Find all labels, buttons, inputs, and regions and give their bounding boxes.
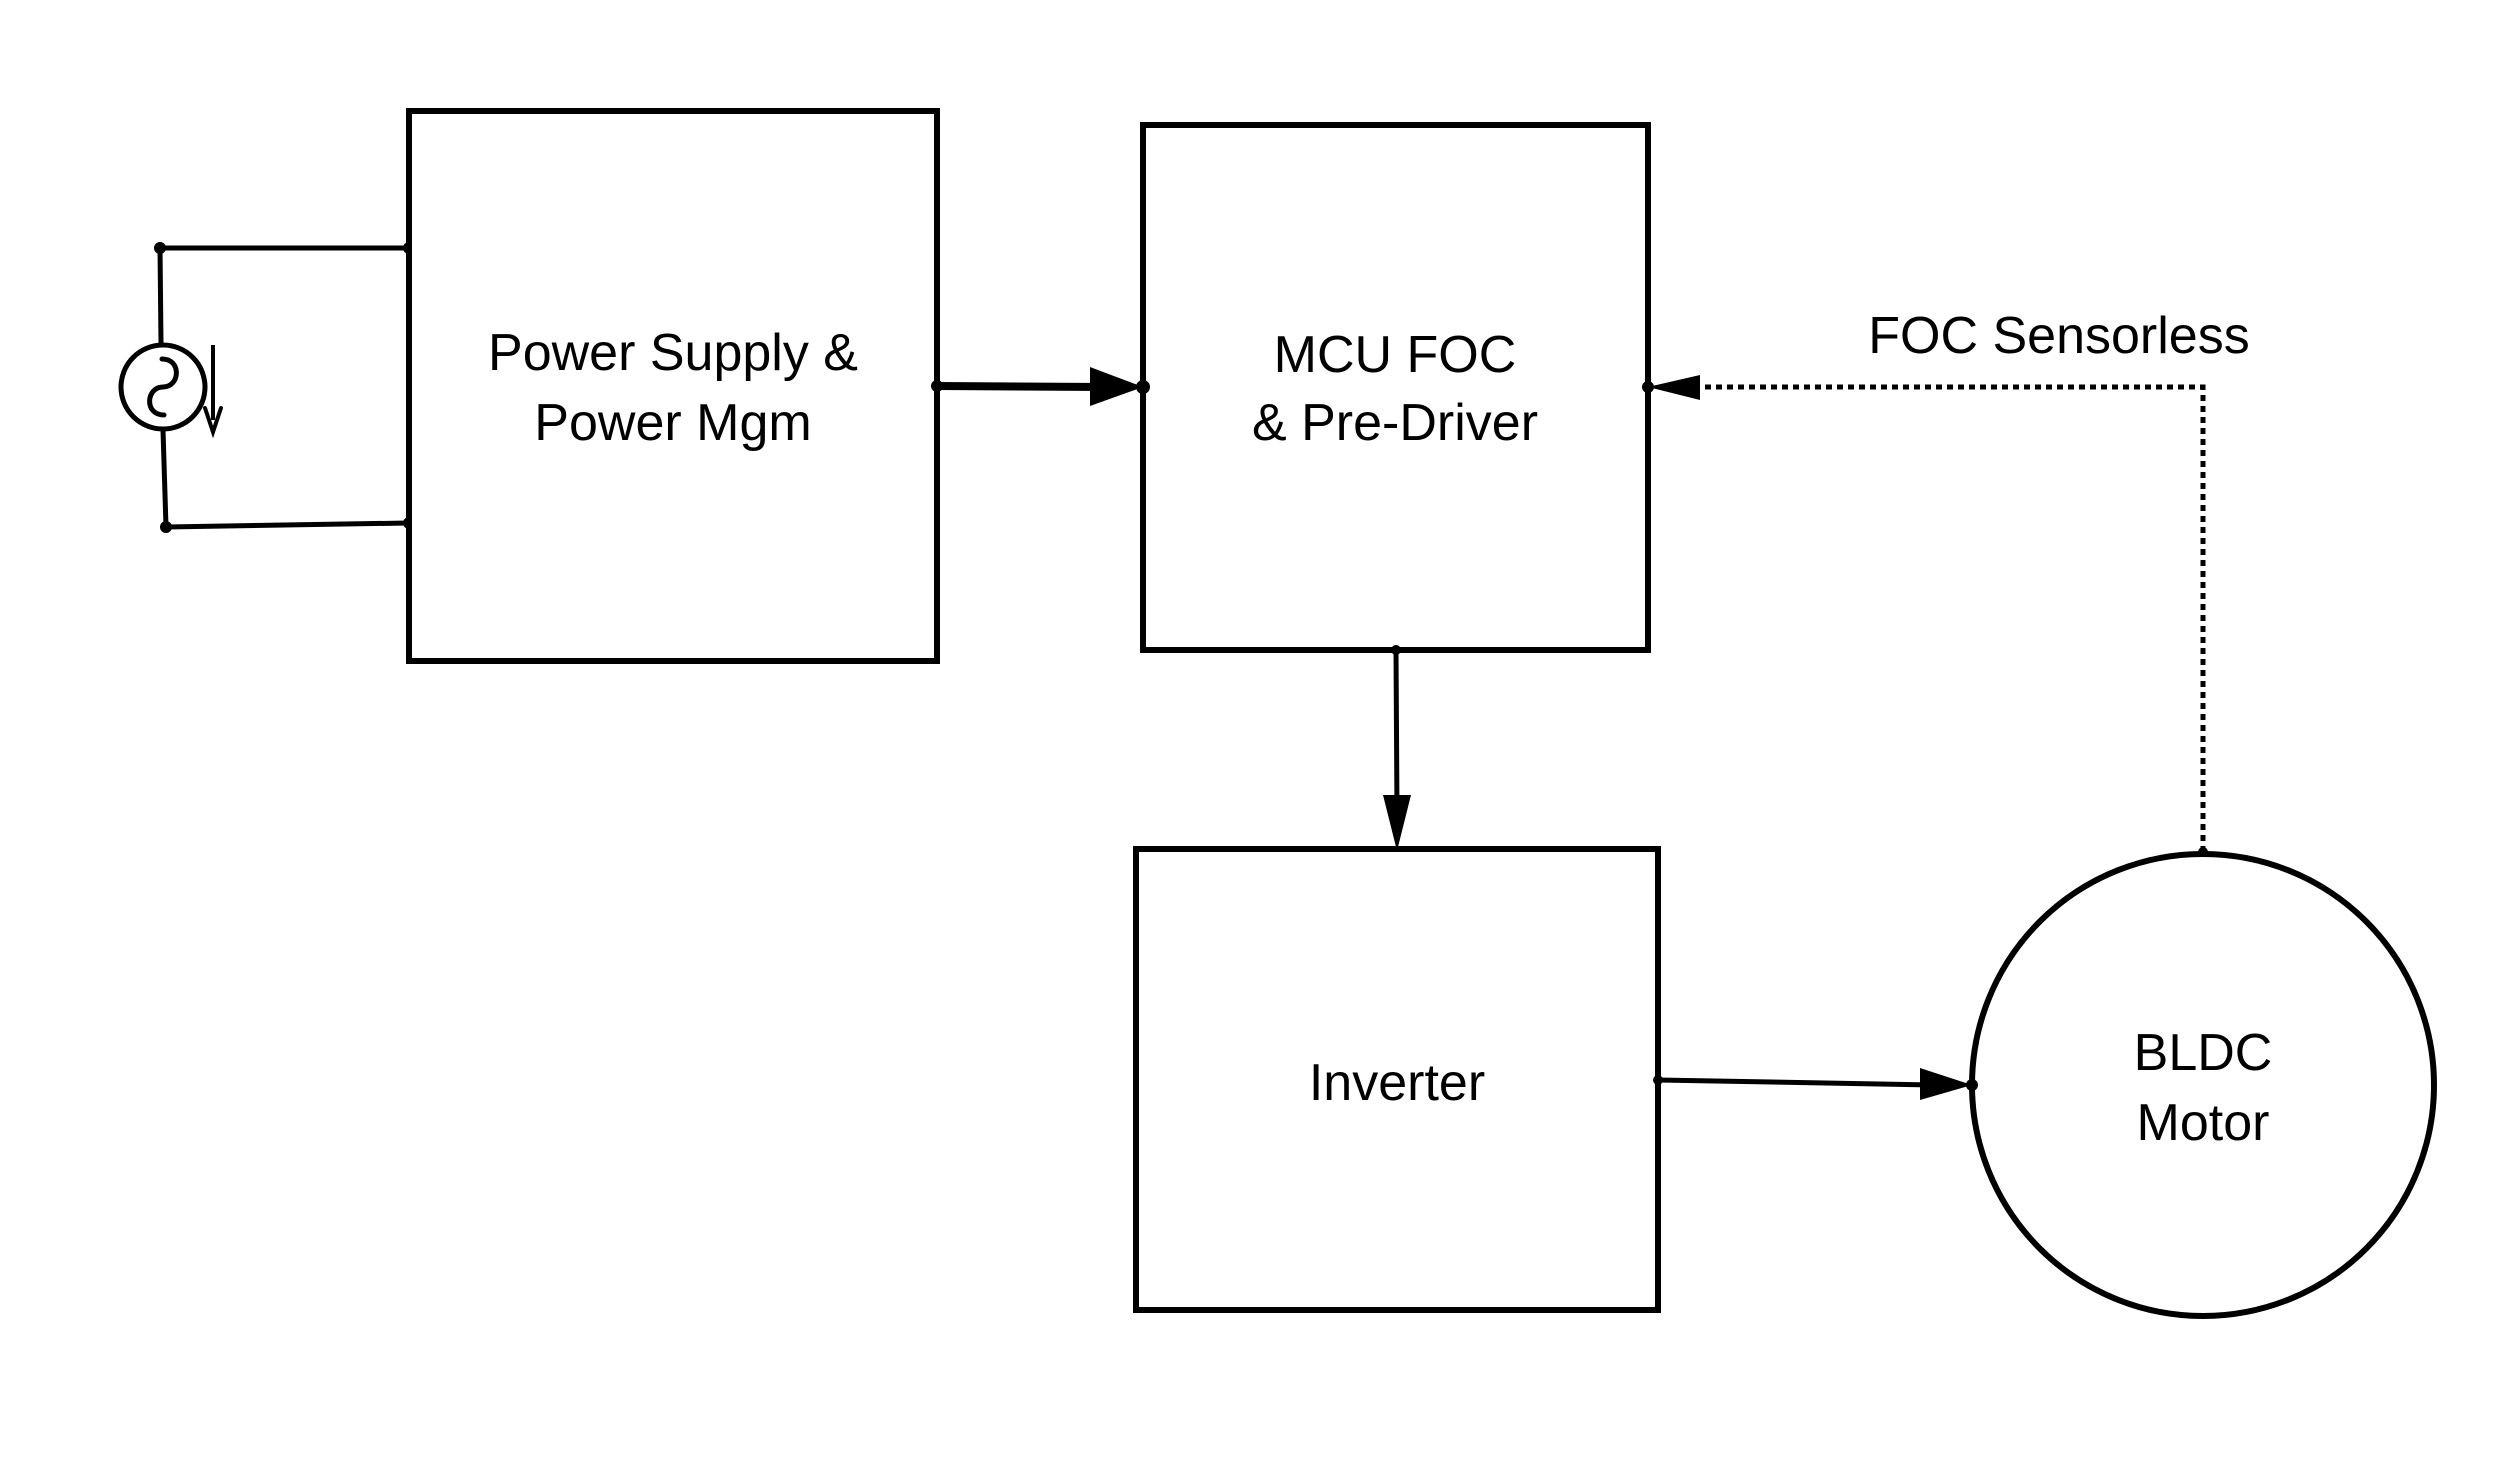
power-to-mcu-arrow xyxy=(931,367,1150,406)
power-supply-label-line2: Power Mgm xyxy=(534,394,811,452)
motor-label-line2: Motor xyxy=(2137,1094,2270,1152)
mcu-label-line1: MCU FOC xyxy=(1274,326,1517,384)
inverter-label: Inverter xyxy=(1309,1054,1485,1112)
power-supply-label-line1: Power Supply & xyxy=(488,324,858,382)
mcu-label-line2: & Pre-Driver xyxy=(1252,394,1538,452)
inverter-to-motor-arrow xyxy=(1653,1068,1978,1100)
foc-sensorless-feedback-arrow xyxy=(1642,375,2208,857)
mcu-to-inverter-arrow xyxy=(1383,645,1411,851)
power-supply-block[interactable]: Power Supply & Power Mgm xyxy=(406,108,940,664)
ac-current-source-icon xyxy=(118,342,223,439)
junction-dot xyxy=(154,242,166,254)
source-bottom-wire xyxy=(163,520,411,530)
motor-label-line1: BLDC xyxy=(2134,1024,2273,1082)
bldc-motor-block[interactable]: BLDC Motor xyxy=(1969,851,2437,1319)
foc-sensorless-label: FOC Sensorless xyxy=(1868,307,2249,365)
source-top-lead xyxy=(157,245,164,346)
mcu-foc-block[interactable]: MCU FOC & Pre-Driver xyxy=(1140,122,1651,653)
junction-dot xyxy=(160,521,172,533)
inverter-block[interactable]: Inverter xyxy=(1133,846,1661,1313)
source-bottom-lead xyxy=(160,427,169,530)
